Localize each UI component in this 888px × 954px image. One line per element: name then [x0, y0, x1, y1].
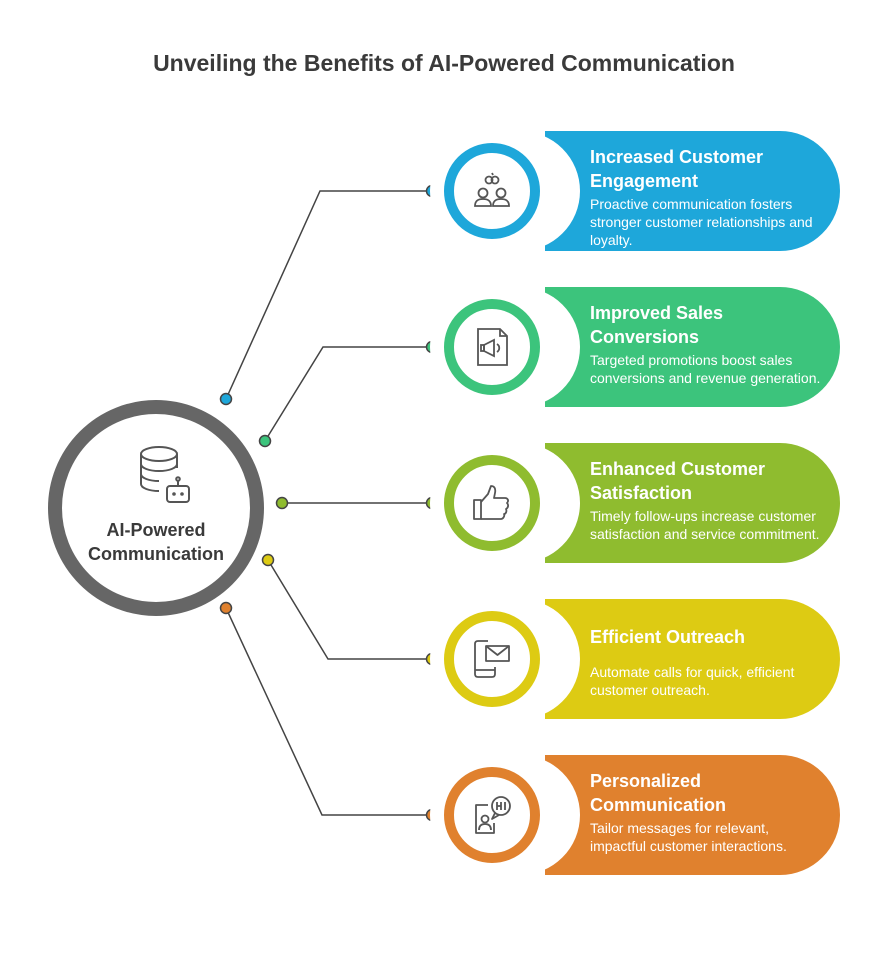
icon-circle [444, 767, 540, 863]
database-bot-icon [140, 446, 190, 503]
card-description: Timely follow-ups increase customer sati… [590, 508, 820, 542]
card-title: Enhanced Customer Satisfaction [590, 459, 766, 503]
card-ring [430, 287, 580, 407]
phone-mail-icon [474, 640, 510, 678]
hub-dot-2 [258, 434, 272, 448]
hub-dot-3 [275, 496, 289, 510]
card-pill [545, 599, 840, 719]
card-pill [545, 755, 840, 875]
card-ring [430, 443, 580, 563]
thumbs-up-icon [473, 485, 509, 520]
hub-label: AI-Powered Communication [87, 520, 224, 564]
connector-2 [264, 346, 430, 442]
icon-circle [444, 143, 540, 239]
icon-circle [444, 299, 540, 395]
card-description: Automate calls for quick, efficient cust… [590, 664, 795, 698]
connector-4 [267, 559, 430, 660]
card-title: Increased Customer Engagement [590, 147, 764, 191]
hub-dot-1 [219, 392, 233, 406]
card-pill [545, 443, 840, 563]
card-pill [545, 287, 840, 407]
card-ring [430, 131, 580, 251]
card-title: Improved Sales Conversions [590, 303, 724, 347]
card-ring [430, 755, 580, 875]
hub-dot-5 [219, 601, 233, 615]
benefit-card-customer-satisfaction: Enhanced Customer Satisfaction Timely fo… [430, 443, 840, 563]
card-title: Efficient Outreach [590, 627, 746, 647]
person-hi-bubble-icon [475, 796, 511, 834]
card-description: Tailor messages for relevant, impactful … [590, 820, 787, 854]
page-title: Unveiling the Benefits of AI-Powered Com… [153, 50, 735, 76]
benefit-card-increased-engagement: Increased Customer Engagement Proactive … [430, 131, 840, 251]
benefit-card-personalized-communication: Personalized Communication Tailor messag… [430, 755, 840, 875]
icon-circle [444, 455, 540, 551]
card-pill [545, 131, 840, 251]
megaphone-document-icon [477, 328, 508, 366]
card-title: Personalized Communication [590, 771, 727, 815]
card-ring [430, 599, 580, 719]
connector-1 [225, 190, 430, 400]
benefit-card-sales-conversions: Improved Sales Conversions Targeted prom… [430, 287, 840, 407]
card-description: Proactive communication fosters stronger… [590, 196, 813, 248]
card-description: Targeted promotions boost sales conversi… [590, 352, 821, 386]
connector-5 [225, 607, 430, 816]
hub-circle: AI-Powered Communication [48, 400, 264, 616]
benefit-card-efficient-outreach: Efficient Outreach Automate calls for qu… [430, 599, 840, 719]
icon-circle [444, 611, 540, 707]
people-link-icon [474, 172, 510, 207]
hub-dot-4 [261, 553, 275, 567]
